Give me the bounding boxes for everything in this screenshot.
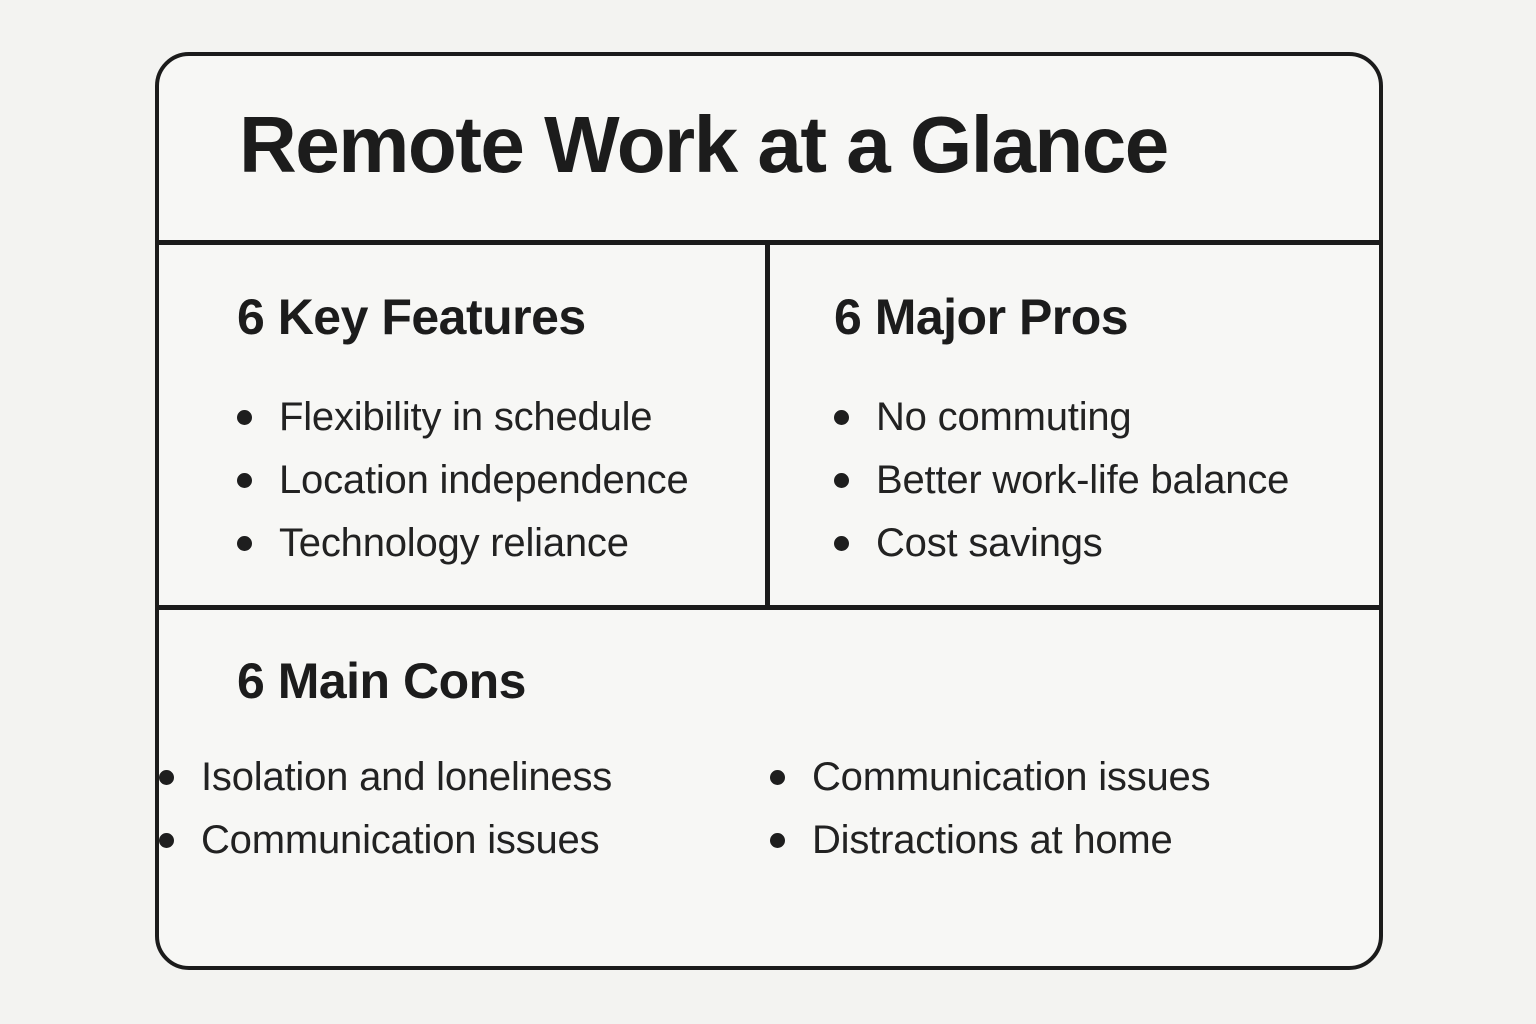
list-item: No commuting [834,386,1379,449]
list-item: Flexibility in schedule [237,386,765,449]
list-item: Isolation and loneliness [159,746,770,809]
bullet-icon [834,473,849,488]
list-item-label: Isolation and loneliness [201,755,613,799]
section-major-pros: 6 Major Pros No commuting Better work-li… [770,245,1379,610]
page-title: Remote Work at a Glance [239,100,1169,189]
key-features-list: Flexibility in schedule Location indepen… [237,386,765,575]
major-pros-heading: 6 Major Pros [834,289,1129,345]
main-cons-columns: Isolation and loneliness Communication i… [159,710,1379,872]
bullet-icon [237,410,252,425]
infographic-card: Remote Work at a Glance 6 Key Features F… [155,52,1383,970]
list-item: Better work-life balance [834,449,1379,512]
list-item-label: Technology reliance [279,521,629,565]
bullet-icon [159,833,174,848]
bullet-icon [770,770,785,785]
bullet-icon [237,536,252,551]
bullet-icon [770,833,785,848]
list-item-label: Distractions at home [812,818,1173,862]
main-cons-list-right: Communication issues Distractions at hom… [770,746,1379,872]
list-item-label: Location independence [279,458,689,502]
main-cons-heading: 6 Main Cons [237,653,526,709]
list-item: Location independence [237,449,765,512]
list-item-label: Cost savings [876,521,1103,565]
bullet-icon [834,410,849,425]
card-header: Remote Work at a Glance [159,56,1379,245]
section-key-features: 6 Key Features Flexibility in schedule L… [159,245,770,610]
key-features-heading: 6 Key Features [237,289,586,345]
main-cons-list-left: Isolation and loneliness Communication i… [159,746,770,872]
list-item-label: Communication issues [812,755,1211,799]
section-main-cons: 6 Main Cons Isolation and loneliness Com… [159,610,1379,966]
list-item: Communication issues [770,746,1379,809]
list-item-label: Communication issues [201,818,600,862]
bullet-icon [834,536,849,551]
list-item-label: Better work-life balance [876,458,1290,502]
bullet-icon [237,473,252,488]
list-item: Communication issues [159,809,770,872]
list-item-label: No commuting [876,395,1132,439]
bullet-icon [159,770,174,785]
list-item: Technology reliance [237,512,765,575]
list-item-label: Flexibility in schedule [279,395,653,439]
major-pros-list: No commuting Better work-life balance Co… [834,386,1379,575]
list-item: Cost savings [834,512,1379,575]
list-item: Distractions at home [770,809,1379,872]
